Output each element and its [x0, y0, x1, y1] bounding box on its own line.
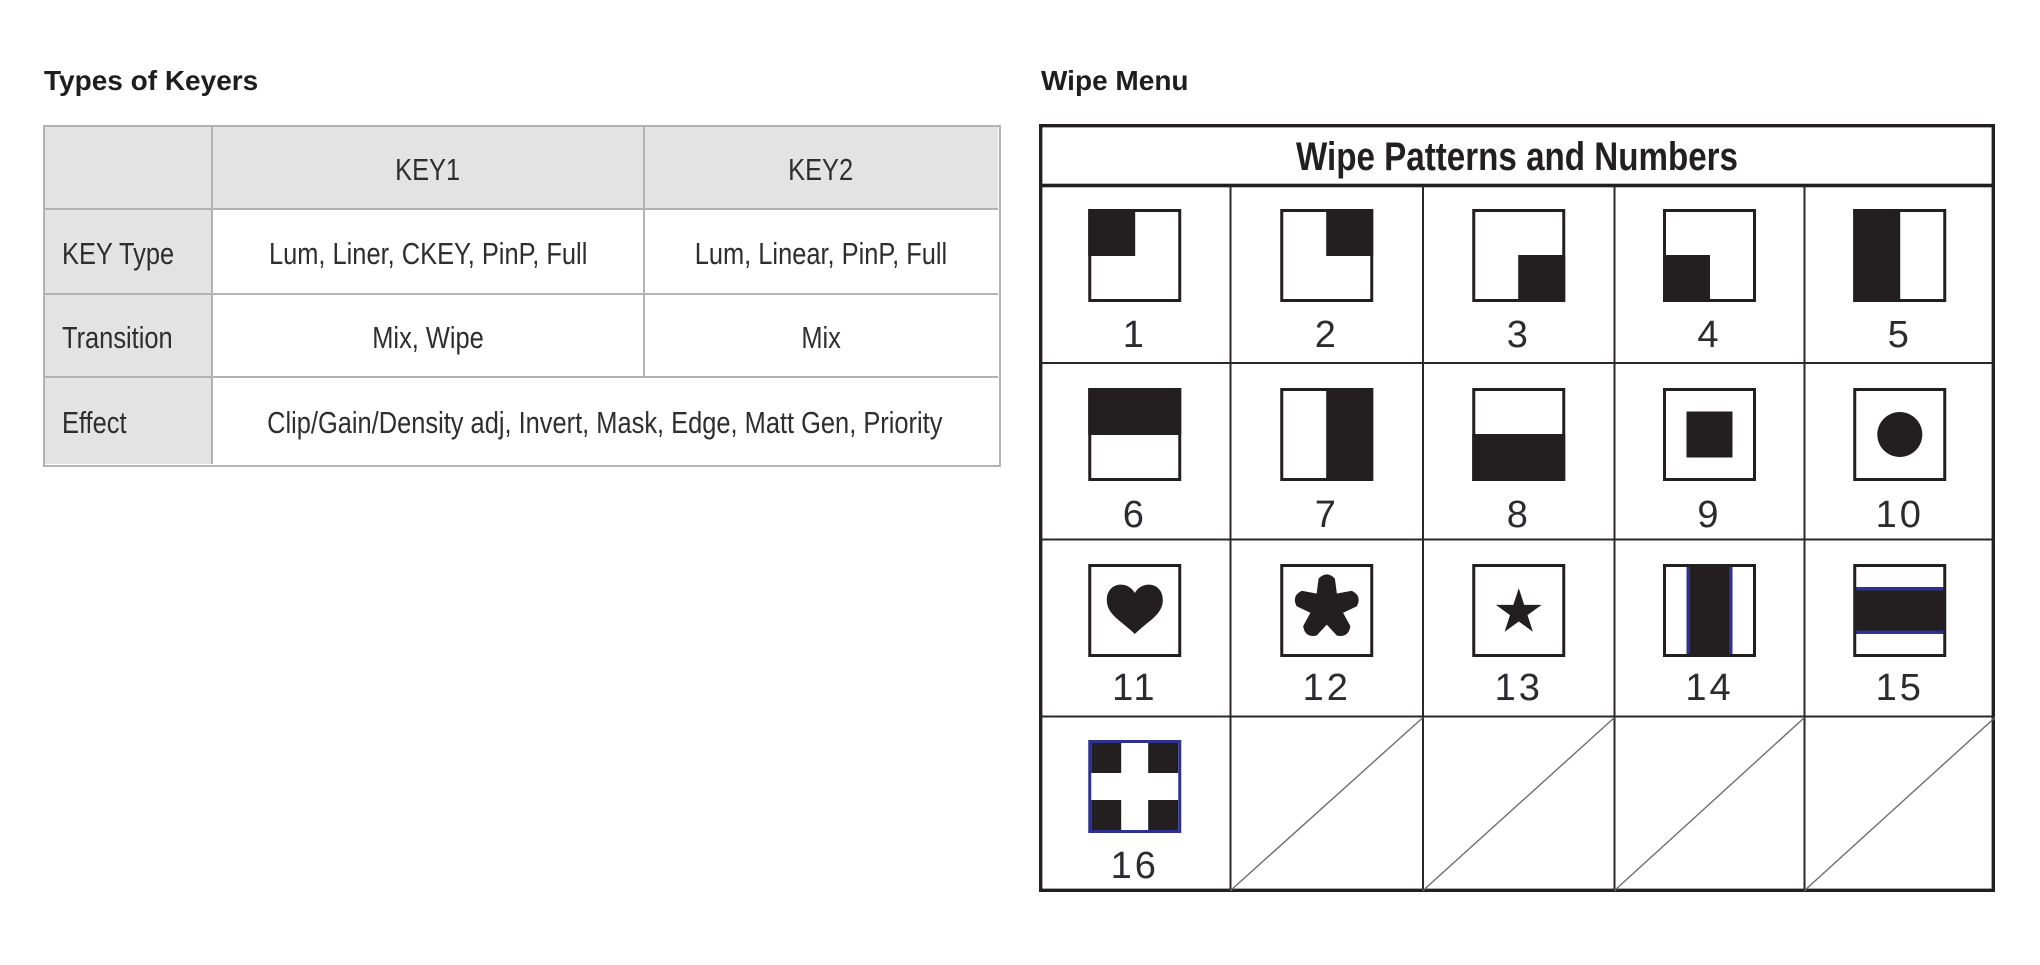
svg-text:11: 11 — [1112, 667, 1157, 709]
svg-text:13: 13 — [1495, 667, 1543, 709]
svg-text:4: 4 — [1697, 314, 1721, 356]
svg-text:7: 7 — [1315, 494, 1339, 536]
svg-text:10: 10 — [1876, 494, 1924, 536]
svg-text:15: 15 — [1876, 667, 1924, 709]
svg-text:5: 5 — [1888, 314, 1912, 356]
svg-text:6: 6 — [1123, 494, 1147, 536]
svg-text:3: 3 — [1507, 314, 1531, 356]
svg-text:1: 1 — [1123, 314, 1147, 356]
svg-text:14: 14 — [1685, 667, 1733, 709]
svg-text:2: 2 — [1315, 314, 1339, 356]
svg-text:9: 9 — [1697, 494, 1721, 536]
svg-text:16: 16 — [1111, 845, 1159, 887]
svg-text:12: 12 — [1303, 667, 1351, 709]
svg-text:Wipe Patterns and Numbers: Wipe Patterns and Numbers — [1296, 135, 1738, 179]
svg-text:8: 8 — [1507, 494, 1531, 536]
